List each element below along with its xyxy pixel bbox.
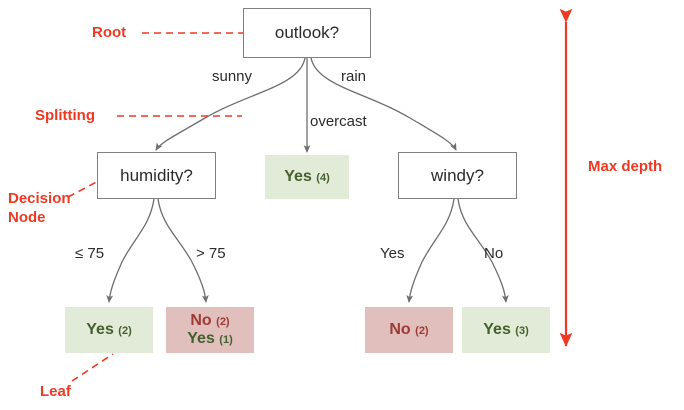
edge-label-sunny: sunny [212,68,253,85]
leaf-windy-yes-label: No [389,320,411,338]
leaf-windy-no-yes[interactable]: Yes (3) [462,307,550,353]
edge-humidity-le75 [106,198,155,304]
leaf-overcast-row: Yes (4) [284,168,330,186]
edge-label-windy-yes: Yes [380,245,405,262]
annotation-leaf: Leaf [40,383,71,400]
leaf-humidity-high-yes-count: (1) [219,334,233,346]
annotation-max-depth: Max depth [588,158,663,175]
node-root-label: outlook? [274,23,340,43]
leaf-humidity-high-no-count: (2) [216,315,230,328]
leaf-humidity-high-no-label: No [190,311,212,329]
leaf-humidity-high-yes-label: Yes [187,330,215,347]
leaf-windy-yes-no[interactable]: No (2) [365,307,453,353]
node-humidity-label: humidity? [120,165,193,185]
edge-label-overcast: overcast [310,113,367,130]
leaf-windy-no-count: (3) [515,324,529,337]
edge-root-rain [310,57,457,151]
leaf-overcast-count: (4) [316,171,330,184]
node-humidity[interactable]: humidity? [97,152,216,199]
edge-label-humidity-le75: ≤ 75 [75,245,105,262]
leaf-humidity-low-row: Yes (2) [86,321,132,339]
edge-label-windy-no: No [484,245,504,262]
leaf-humidity-high-row-yes: Yes (1) [187,330,233,348]
annotation-decision-node-line1: Decision [8,190,71,207]
annotation-decision-node-line2: Node [8,208,46,226]
leader-leaf [71,353,114,382]
annotation-root: Root [92,24,127,41]
leaf-overcast-label: Yes [284,167,312,185]
annotation-decision-node: Decision Node [8,190,71,228]
node-root-outlook[interactable]: outlook? [243,8,371,58]
leaf-humidity-low-count: (2) [118,324,132,337]
leaf-humidity-high-mixed[interactable]: No (2) Yes (1) [166,307,254,353]
annotation-splitting: Splitting [35,107,95,124]
edge-label-humidity-gt75: > 75 [196,245,226,262]
leaf-humidity-low-yes[interactable]: Yes (2) [65,307,153,353]
leaf-overcast-yes[interactable]: Yes (4) [265,155,349,199]
leaf-windy-yes-count: (2) [415,324,429,337]
leaf-humidity-high-row-no: No (2) [190,312,229,330]
node-windy[interactable]: windy? [398,152,517,199]
leaf-humidity-low-label: Yes [86,320,114,338]
leaf-windy-no-label: Yes [483,320,511,338]
edge-windy-yes [406,198,455,304]
leaf-windy-yes-row: No (2) [389,321,428,339]
node-windy-label: windy? [431,165,484,185]
edge-label-rain: rain [341,68,367,85]
leaf-windy-no-row: Yes (3) [483,321,529,339]
